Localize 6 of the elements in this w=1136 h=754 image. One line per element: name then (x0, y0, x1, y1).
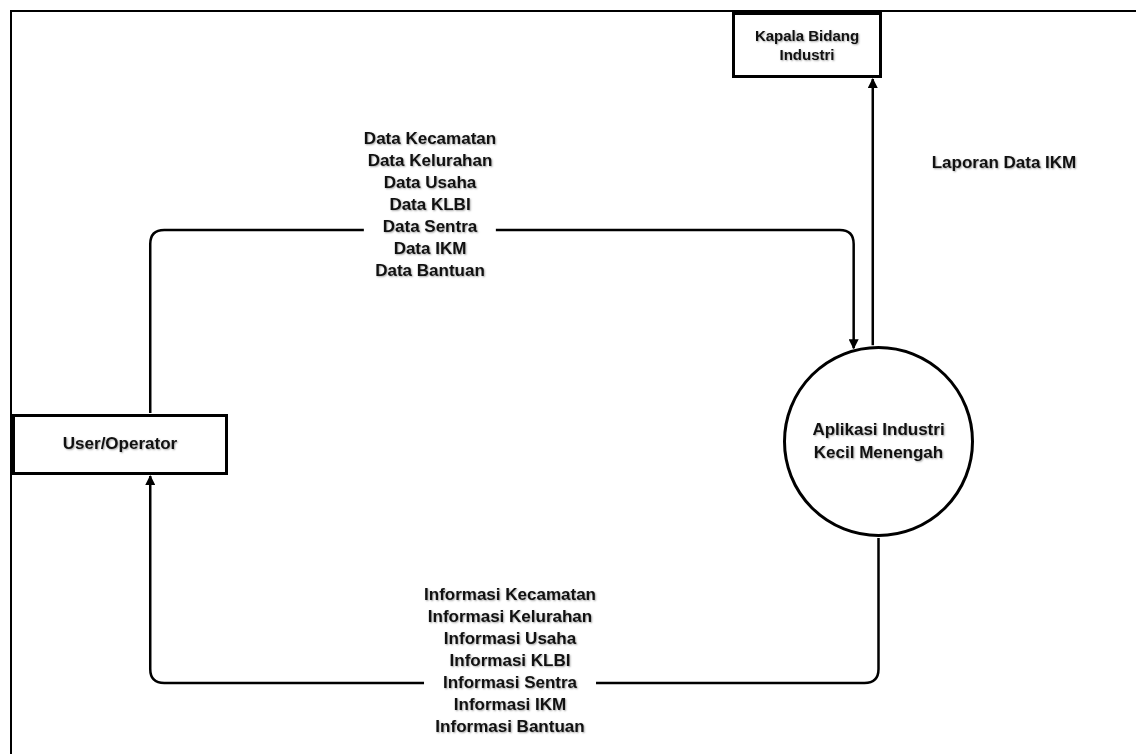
arrow (867, 78, 878, 346)
node-label: User/Operator (61, 433, 179, 456)
node-label: Aplikasi Industri Kecil Menengah (811, 419, 946, 464)
node-label: Kapala Bidang Industri (753, 25, 861, 65)
entity-box (732, 12, 882, 78)
entity-box (12, 414, 228, 475)
